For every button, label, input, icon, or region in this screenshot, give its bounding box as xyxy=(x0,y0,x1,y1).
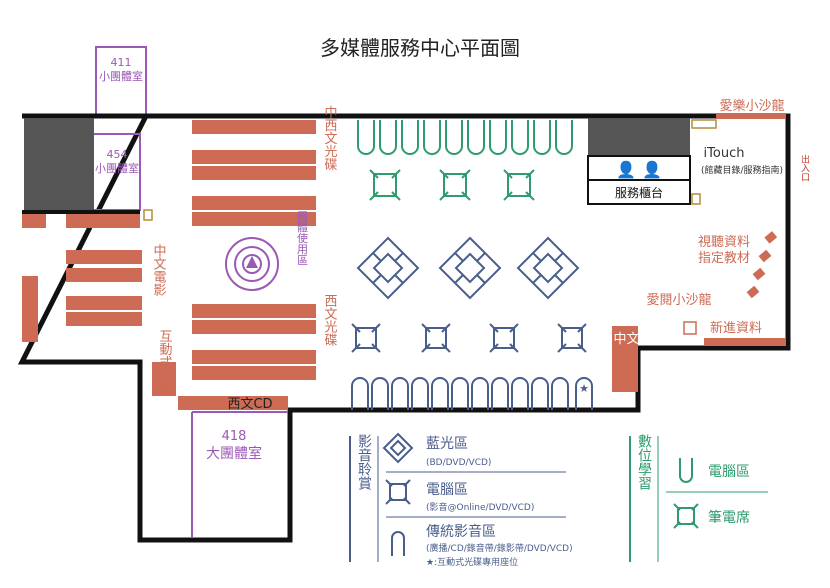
room-454-name: 小團體室 xyxy=(95,161,139,175)
room-418-number: 418 xyxy=(222,429,247,444)
legend-bluray-sub: (BD/DVD/VCD) xyxy=(426,458,491,468)
label-group-use: 團體使用區 xyxy=(296,210,309,265)
label-new-arrivals: 新進資料 xyxy=(710,320,762,336)
room-411: 411 小團體室 xyxy=(95,46,147,117)
label-love-music: 愛樂小沙龍 xyxy=(719,98,784,114)
legend-viewing-title: 影音聆賞 xyxy=(356,434,372,491)
label-itouch-sub: (館藏目錄/服務指南) xyxy=(701,164,783,176)
room-411-name: 小團體室 xyxy=(99,69,143,83)
legend-bluray: 藍光區 xyxy=(426,436,468,452)
label-exit: 出入口 xyxy=(799,153,810,181)
label-itouch: iTouch xyxy=(704,146,745,161)
service-desk-label: 服務櫃台 xyxy=(615,185,663,200)
storage-room xyxy=(24,118,94,210)
legend-viewing: 影音聆賞 藍光區 (BD/DVD/VCD) 電腦區 (影音@Online/DVD… xyxy=(349,432,573,568)
person-icon-2: 👤 xyxy=(642,160,662,179)
label-west-disc: 西文光碟 xyxy=(322,294,338,346)
shelves-left xyxy=(22,214,142,342)
legend-star-note: ★:互動式光碟專用座位 xyxy=(426,556,518,568)
label-love-read: 愛閱小沙龍 xyxy=(646,292,711,308)
label-interactive-disc: 互動式光碟 xyxy=(157,330,173,395)
shelves-center-top xyxy=(192,120,316,226)
legend-digital-title: 數位學習 xyxy=(636,434,652,490)
label-assigned-1: 視聽資料 xyxy=(698,235,750,250)
legend-traditional: 傳統影音區 xyxy=(426,523,496,540)
person-icon-1: 👤 xyxy=(616,160,636,179)
legend-computer: 電腦區 xyxy=(426,482,468,498)
legend-laptop-zone: 筆電席 xyxy=(708,510,750,526)
computer-squares xyxy=(351,323,587,353)
label-zh-cd: 中文CD xyxy=(613,332,658,347)
legend-traditional-sub: (廣播/CD/錄音帶/錄影帶/DVD/VCD) xyxy=(426,542,573,554)
room-418: 418 大團體室 xyxy=(191,411,288,538)
label-west-cd: 西文CD xyxy=(227,397,272,412)
legend-computer-zone: 電腦區 xyxy=(708,464,750,480)
map-title: 多媒體服務中心平面圖 xyxy=(320,36,520,60)
legend-digital: 數位學習 電腦區 筆電席 xyxy=(629,434,768,562)
computer-seats-top xyxy=(357,120,573,155)
label-zh-movie: 中文電影 xyxy=(151,244,167,296)
room-411-number: 411 xyxy=(111,56,132,69)
star-seat-icon: ★ xyxy=(579,382,589,395)
bluray-seats xyxy=(356,236,580,300)
group-use-area xyxy=(225,237,279,291)
room-418-name: 大團體室 xyxy=(206,445,262,462)
legend-computer-sub: (影音@Online/DVD/VCD) xyxy=(426,501,534,513)
laptop-seats xyxy=(369,169,535,201)
label-zh-west-disc: 中西文光碟 xyxy=(322,106,338,171)
shelf-zh-cd xyxy=(612,326,638,392)
label-assigned-2: 指定教材 xyxy=(698,250,750,266)
assigned-shelves xyxy=(746,231,778,299)
building-wall xyxy=(17,113,791,543)
service-desk: 👤 👤 服務櫃台 xyxy=(587,118,691,205)
traditional-seats xyxy=(351,377,593,410)
shelves-center-bottom xyxy=(152,304,316,410)
room-454-number: 454 xyxy=(107,148,128,161)
